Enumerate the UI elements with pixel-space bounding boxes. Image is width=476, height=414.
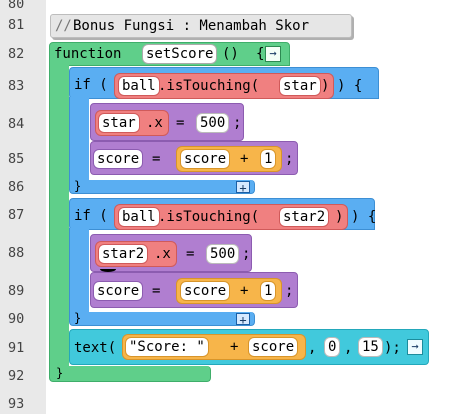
drag-cursor-icon xyxy=(100,266,116,272)
stmt-2-lhs-input[interactable]: score xyxy=(180,149,231,169)
line-number: 91 xyxy=(8,340,25,356)
stmt-2-target-input[interactable]: score xyxy=(93,149,144,169)
line-number: 85 xyxy=(8,151,25,167)
stmt-3-op: = xyxy=(186,246,195,262)
stmt-2-op: = xyxy=(152,151,161,167)
add-else-icon[interactable]: + xyxy=(236,313,250,326)
if-2-body-rail xyxy=(69,228,89,314)
stmt-2-plus: + xyxy=(240,151,249,167)
stmt-4-plus: + xyxy=(240,283,249,299)
stmt-3-value-input[interactable]: 500 xyxy=(206,244,240,264)
if-2-arg-input[interactable]: star2 xyxy=(279,207,330,227)
line-number: 89 xyxy=(8,283,25,299)
if-2-tail: ) { xyxy=(351,209,377,225)
stmt-3-prop: .x xyxy=(154,246,171,262)
line-number: 80 xyxy=(8,0,25,12)
if-2-close-paren: ) xyxy=(335,209,344,225)
stmt-3-target-input[interactable]: star2 xyxy=(98,244,149,264)
stmt-4-op: = xyxy=(152,283,161,299)
if-1-close-paren: ) xyxy=(321,78,330,94)
stmt-4-lhs-input[interactable]: score xyxy=(180,281,231,301)
if-1-footer[interactable]: } xyxy=(69,179,255,194)
comment-slashes: // xyxy=(55,18,72,34)
line-number: 92 xyxy=(8,368,25,384)
text-fn-name: text( xyxy=(74,340,117,356)
line-number: 90 xyxy=(8,311,25,327)
if-2-method: .isTouching( xyxy=(158,209,260,225)
function-close-brace: } xyxy=(56,366,64,380)
if-1-body-rail xyxy=(69,97,89,183)
text-string-input[interactable]: "Score: " xyxy=(125,337,209,357)
line-number: 83 xyxy=(8,78,25,94)
collapse-arrow-icon[interactable]: → xyxy=(265,46,281,62)
stmt-1-prop: .x xyxy=(146,115,163,131)
function-body-rail xyxy=(49,62,69,372)
line-number: 88 xyxy=(8,245,25,261)
comment-text: Bonus Fungsi : Menambah Skor xyxy=(73,18,310,34)
if-2-keyword: if ( xyxy=(74,208,108,224)
stmt-4-rhs-input[interactable]: 1 xyxy=(260,281,277,301)
function-open-brace: { xyxy=(256,46,265,62)
if-2-close-brace: } xyxy=(74,311,82,325)
text-x-input[interactable]: 0 xyxy=(324,337,341,357)
stmt-1-target-input[interactable]: star xyxy=(98,113,140,133)
line-number: 86 xyxy=(8,179,25,195)
if-1-tail: ) { xyxy=(337,78,363,94)
text-y-input[interactable]: 15 xyxy=(358,337,383,357)
if-1-close-brace: } xyxy=(74,179,82,193)
stmt-2-semicolon: ; xyxy=(285,151,294,167)
if-2-footer[interactable]: } xyxy=(69,311,255,326)
line-number: 87 xyxy=(8,207,25,223)
text-comma-1: , xyxy=(308,340,317,356)
line-number: 84 xyxy=(8,116,25,132)
stmt-3-semicolon: ; xyxy=(242,246,251,262)
comment-block[interactable]: // Bonus Fungsi : Menambah Skor xyxy=(50,14,352,38)
add-else-icon[interactable]: + xyxy=(236,181,250,194)
if-1-arg-input[interactable]: star xyxy=(279,76,321,96)
function-footer[interactable]: } xyxy=(49,366,211,382)
text-comma-2: , xyxy=(344,340,353,356)
line-number-gutter: 80 81 82 83 84 85 86 87 88 89 90 91 92 9… xyxy=(0,0,46,414)
if-2-object-input[interactable]: ball xyxy=(118,207,160,227)
if-1-keyword: if ( xyxy=(74,77,108,93)
function-keyword: function xyxy=(54,46,122,62)
text-var-input[interactable]: score xyxy=(248,337,299,357)
line-number: 93 xyxy=(8,396,25,412)
text-plus: + xyxy=(230,339,239,355)
line-number: 82 xyxy=(8,46,25,62)
if-1-method: .isTouching( xyxy=(158,78,260,94)
stmt-1-value-input[interactable]: 500 xyxy=(196,113,230,133)
collapse-arrow-icon[interactable]: → xyxy=(407,339,423,355)
if-1-object-input[interactable]: ball xyxy=(118,76,160,96)
stmt-4-semicolon: ; xyxy=(285,283,294,299)
line-number: 81 xyxy=(8,17,25,33)
text-close: ); xyxy=(384,340,401,356)
stmt-2-rhs-input[interactable]: 1 xyxy=(260,149,277,169)
function-name-input[interactable]: setScore xyxy=(142,44,218,64)
stmt-1-semicolon: ; xyxy=(233,115,242,131)
stmt-4-target-input[interactable]: score xyxy=(93,281,144,301)
stmt-1-op: = xyxy=(176,115,185,131)
function-parens: () xyxy=(222,46,239,62)
